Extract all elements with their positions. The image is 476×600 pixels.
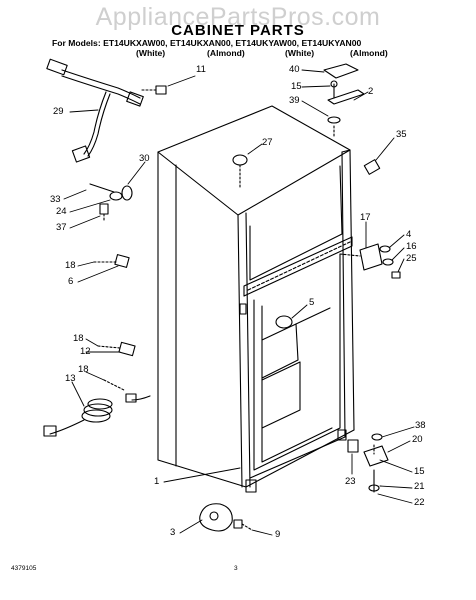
callout-40: 40 — [289, 64, 300, 75]
callout-22: 22 — [414, 497, 425, 508]
callout-21: 21 — [414, 481, 425, 492]
footer-page-number: 3 — [234, 565, 238, 572]
leveling-leg-assembly — [199, 503, 253, 532]
callout-9: 9 — [275, 529, 281, 540]
color-label-almond-2: (Almond) — [350, 48, 388, 58]
callout-16: 16 — [406, 241, 417, 252]
top-hinge-assembly — [141, 63, 381, 189]
callout-4: 4 — [406, 229, 412, 240]
callout-37: 37 — [56, 222, 67, 233]
page-title: CABINET PARTS — [171, 22, 305, 39]
callout-6: 6 — [68, 276, 74, 287]
middle-hinge-assembly — [339, 243, 401, 279]
callout-20: 20 — [412, 434, 423, 445]
bottom-hinge-assembly — [347, 433, 389, 493]
callout-2: 2 — [368, 86, 374, 97]
callout-3: 3 — [170, 527, 176, 538]
callout-18-c: 18 — [78, 364, 89, 375]
callout-24: 24 — [56, 206, 67, 217]
cover-plug — [275, 315, 293, 329]
callout-33: 33 — [50, 194, 61, 205]
callout-27: 27 — [262, 137, 273, 148]
callout-15-b: 15 — [414, 466, 425, 477]
callout-38: 38 — [415, 420, 426, 431]
callout-12: 12 — [80, 346, 91, 357]
footer-part-number: 4379105 — [11, 565, 37, 572]
callout-15: 15 — [291, 81, 302, 92]
color-label-almond: (Almond) — [207, 48, 245, 58]
left-small-parts — [89, 183, 136, 357]
leader-lines — [63, 69, 415, 536]
callout-18: 18 — [65, 260, 76, 271]
callout-39: 39 — [289, 95, 300, 106]
callout-25: 25 — [406, 253, 417, 264]
callout-23: 23 — [345, 476, 356, 487]
callout-17: 17 — [360, 212, 371, 223]
cabinet-shell — [157, 105, 355, 493]
callout-35: 35 — [396, 129, 407, 140]
model-list: For Models: ET14UKXAW00, ET14UKXAN00, ET… — [52, 38, 362, 48]
callout-1: 1 — [154, 476, 160, 487]
power-cord — [43, 379, 151, 437]
watermark: AppliancePartsPros.com — [95, 3, 381, 31]
wire-harness — [46, 58, 144, 163]
color-label-white-2: (White) — [285, 48, 315, 58]
color-label-white: (White) — [136, 48, 166, 58]
callout-11: 11 — [196, 64, 206, 75]
callout-18-b: 18 — [73, 333, 84, 344]
callout-30: 30 — [139, 153, 150, 164]
callout-5: 5 — [309, 297, 315, 308]
callout-29: 29 — [53, 106, 64, 117]
callout-13: 13 — [65, 373, 76, 384]
